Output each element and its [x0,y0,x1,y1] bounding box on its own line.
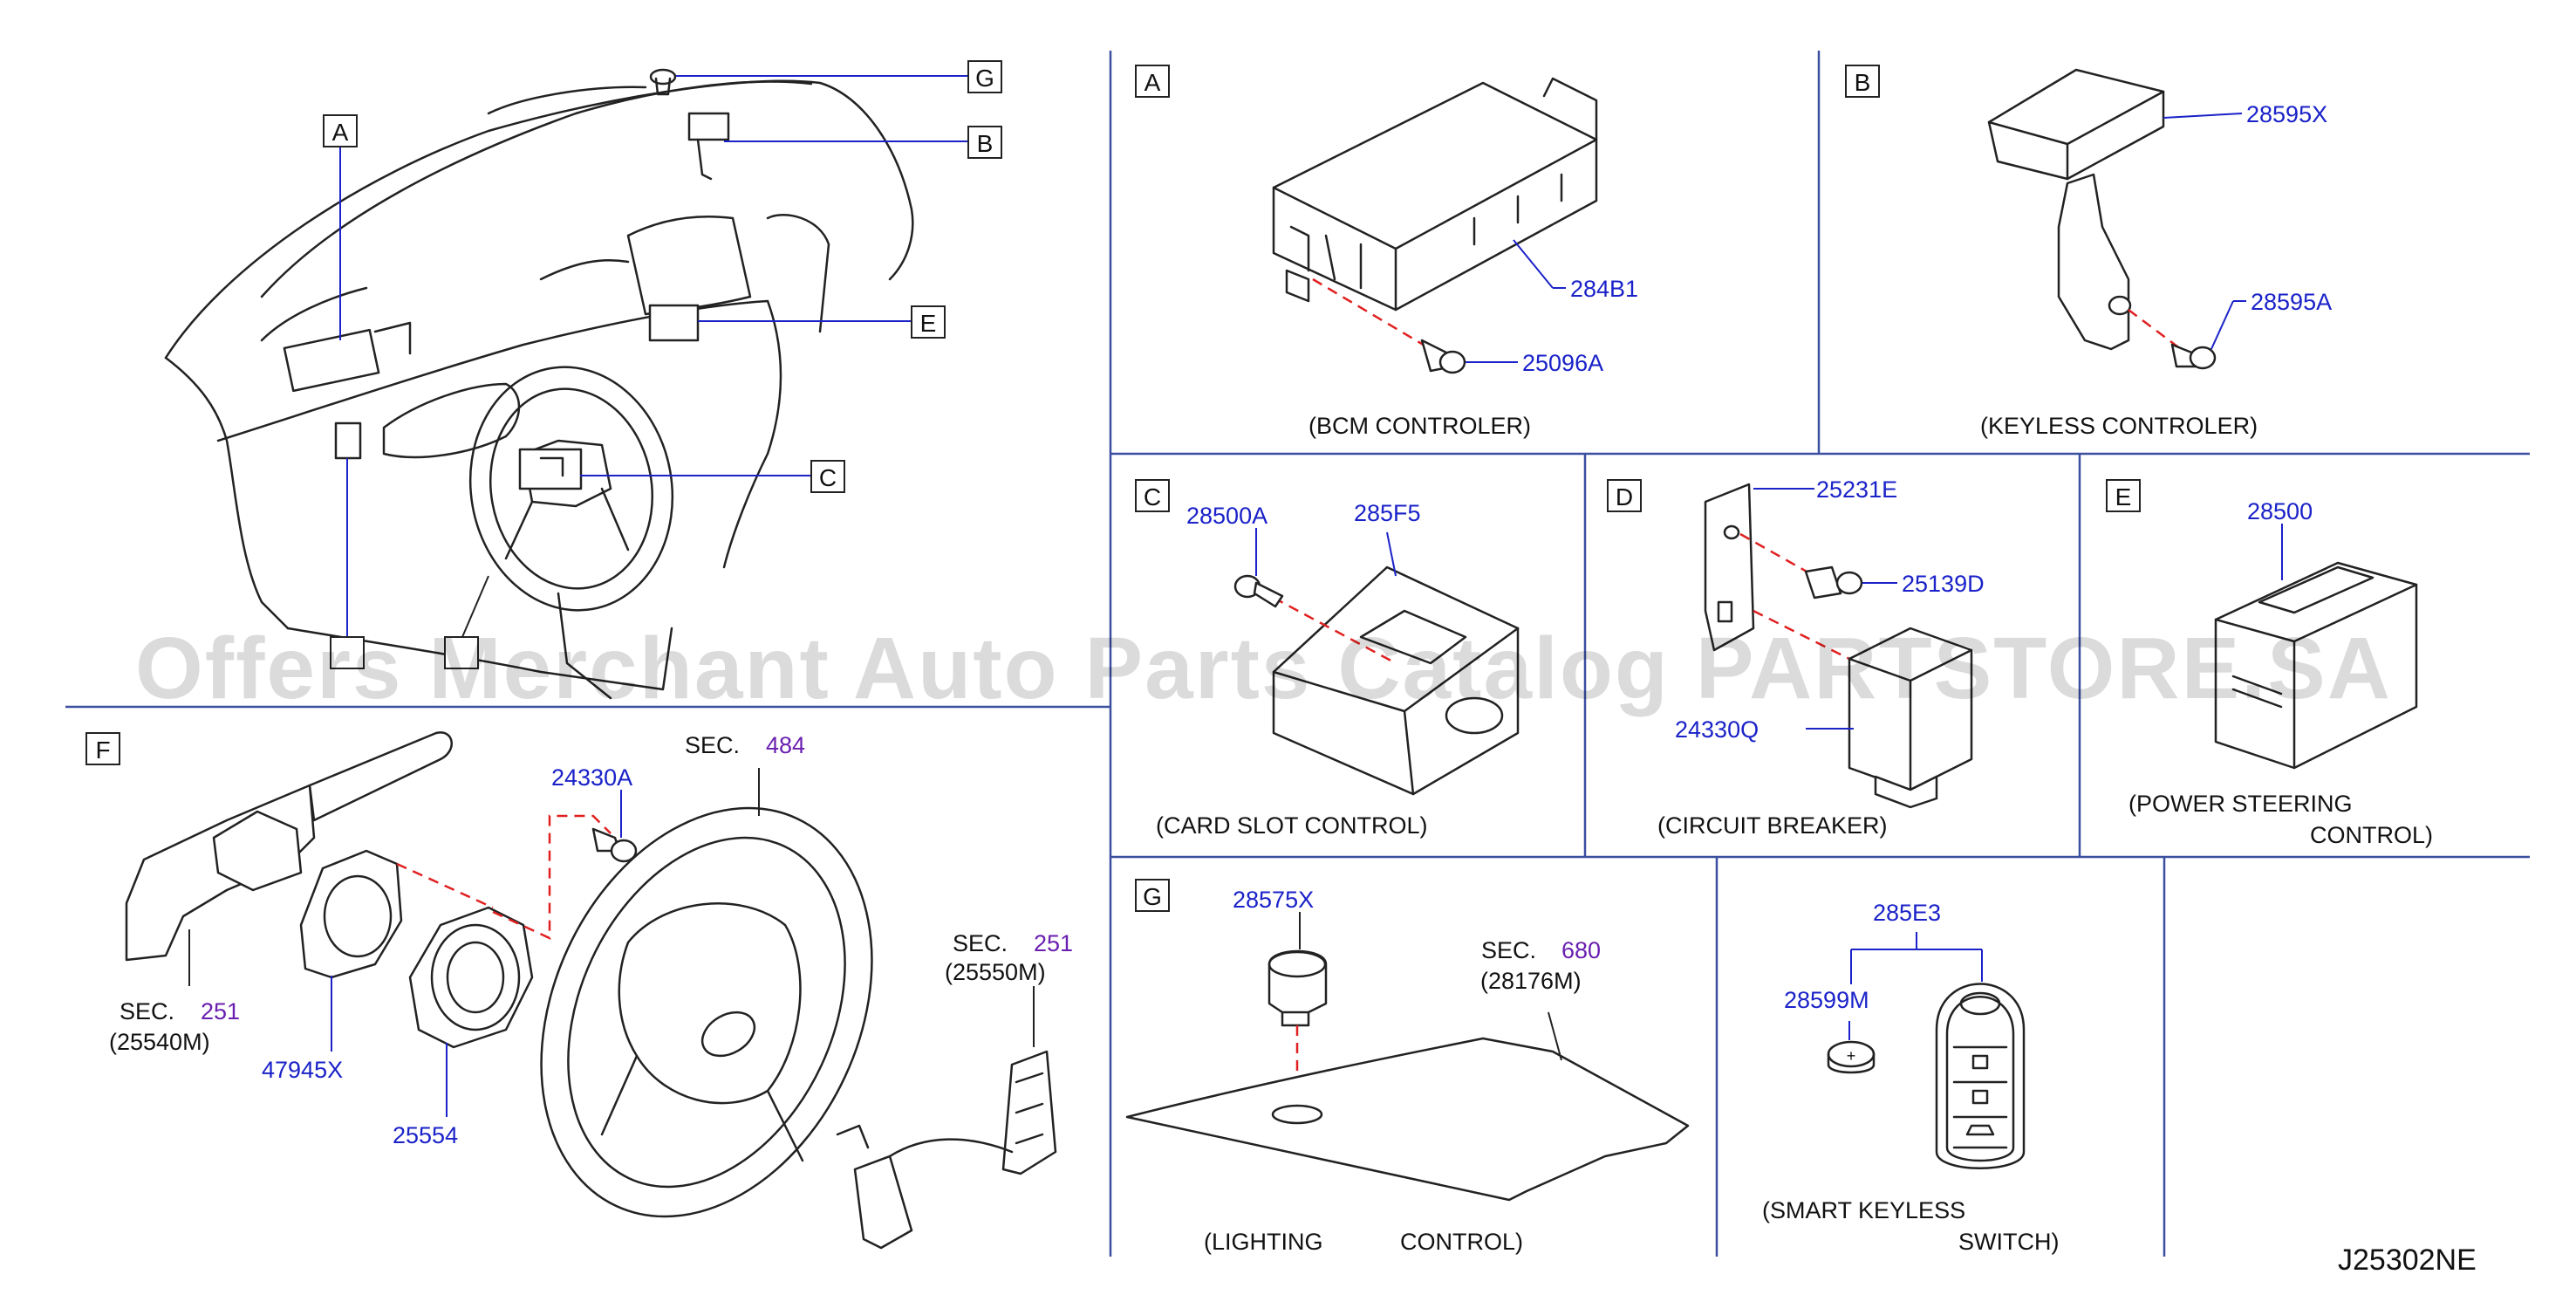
panel-d-letter: D [1607,479,1642,512]
bolt-24330a [591,827,638,863]
svg-text:G: G [975,65,994,92]
svg-text:A: A [332,119,349,146]
relay-24330q [1848,627,1973,809]
combination-switch-shape [125,731,453,962]
caption-power-steering-line2: CONTROL) [2310,822,2433,848]
part-284b1: 284B1 [1570,276,1638,302]
sec-680-word: SEC. [1481,937,1536,963]
ref-25540m: (25540M) [109,1029,210,1055]
panel-g-letter: G [1135,879,1170,912]
panel-c-letter: C [1135,479,1170,512]
panel-a-letter: A [1135,65,1170,98]
screw-25096a [1420,339,1466,374]
panel-d: D 25231E 25139D 24330Q (CIRCUIT BREAKER) [1607,476,1985,839]
svg-text:G: G [1143,883,1162,910]
spiral-cable-47945x [299,849,403,979]
part-24330a: 24330A [551,764,632,791]
overview-callouts: G B E C A [323,60,1002,669]
svg-text:F: F [95,737,110,764]
battery-28599m: + [1827,1040,1876,1074]
steering-switch-shape [836,1050,1057,1250]
panel-b: B 28595X 28595A (KEYLESS CONTROLER) [1845,65,2332,439]
caption-circuit-breaker: (CIRCUIT BREAKER) [1657,812,1888,839]
screw-28595a [2170,343,2217,370]
panel-e: E 28500 (POWER STEERING CONTROL) [2106,479,2433,848]
diagram-code: J25302NE [2338,1244,2477,1277]
caption-card-slot-control: (CARD SLOT CONTROL) [1156,812,1428,839]
part-28500: 28500 [2247,498,2313,524]
sec-484-word: SEC. [685,732,740,758]
panel-f: F [85,731,1073,1250]
caption-smart-keyless: (SMART KEYLESS [1762,1197,1965,1223]
ref-28176m: (28176M) [1480,968,1582,994]
callout-box-a: A [323,114,358,147]
panel-f-letter: F [85,732,120,765]
panel-e-letter: E [2106,479,2141,512]
card-slot-shape [1272,565,1520,796]
caption-bcm-controller: (BCM CONTROLER) [1308,413,1531,439]
panel-dividers [65,51,2530,1257]
part-25096a: 25096A [1522,350,1603,376]
panel-smart-key: + 285E3 28599M (SMART KEYLESS SWITCH) [1762,900,2059,1255]
svg-text:B: B [977,130,994,157]
svg-text:C: C [819,464,837,491]
callout-box-c: C [810,460,845,493]
caption-power-steering-line1: (POWER STEERING [2128,791,2353,817]
callout-box-f-hidden [444,636,479,669]
caption-keyless-controller: (KEYLESS CONTROLER) [1980,413,2258,439]
part-25554: 25554 [393,1122,458,1148]
svg-text:D: D [1616,483,1633,510]
svg-text:B: B [1855,69,1871,96]
screw-25139d [1804,565,1863,600]
svg-text:A: A [1145,69,1161,96]
svg-text:E: E [920,310,937,337]
power-steering-module-shape [2214,561,2418,770]
svg-text:C: C [1144,483,1161,510]
sec-251-right-number: 251 [1034,930,1073,956]
panel-g: G 28575X SEC. 680 (28176M) (LIGHTING CON… [1125,879,1690,1255]
part-28500a: 28500A [1186,503,1268,529]
sec-251-left-word: SEC. [120,998,174,1024]
bcm-controller-shape [1272,77,1598,312]
keyless-controller-shape [1987,68,2165,351]
dash-panel-28176m [1125,1037,1690,1202]
part-28575x: 28575X [1233,887,1314,913]
caption-smart-keyless-switch: SWITCH) [1958,1229,2059,1255]
panel-a: A 284B1 25096A (BCM CONTROLER) [1135,65,1638,439]
part-285e3: 285E3 [1873,900,1941,926]
screw-28500a [1233,574,1284,608]
panel-b-letter: B [1845,65,1880,98]
callout-box-b: B [967,126,1002,159]
ref-25550m: (25550M) [945,959,1046,985]
caption-lighting-control: CONTROL) [1400,1229,1523,1255]
sec-680-number: 680 [1561,937,1601,963]
sec-251-left-number: 251 [201,998,240,1024]
bracket-25231e [1704,483,1755,652]
steering-angle-sensor-25554 [408,906,534,1049]
part-28599m: 28599M [1784,987,1869,1013]
part-285f5: 285F5 [1354,500,1421,526]
callout-box-d-hidden [330,636,365,669]
part-47945x: 47945X [262,1057,343,1083]
callout-box-e: E [911,305,946,339]
svg-text:+: + [1847,1047,1856,1065]
callout-box-g: G [967,60,1002,93]
sec-484-number: 484 [766,732,805,758]
part-28595a: 28595A [2251,289,2332,315]
panel-c: C 28500A 285F5 (CARD SLOT CONTROL) [1135,479,1520,839]
sec-251-right-word: SEC. [953,930,1008,956]
light-sensor-28575x [1268,949,1328,1027]
watermark: Offers Merchant Auto Parts Catalog PARTS… [135,620,2392,717]
part-25139d: 25139D [1902,571,1985,597]
part-24330q: 24330Q [1675,716,1759,743]
dashboard-overview [164,68,914,700]
steering-wheel-shape [540,806,873,1218]
smart-key-fob [1935,983,2026,1169]
caption-lighting: (LIGHTING [1204,1229,1323,1255]
part-28595x: 28595X [2246,101,2327,127]
part-25231e: 25231E [1816,476,1897,503]
svg-text:E: E [2115,483,2132,510]
